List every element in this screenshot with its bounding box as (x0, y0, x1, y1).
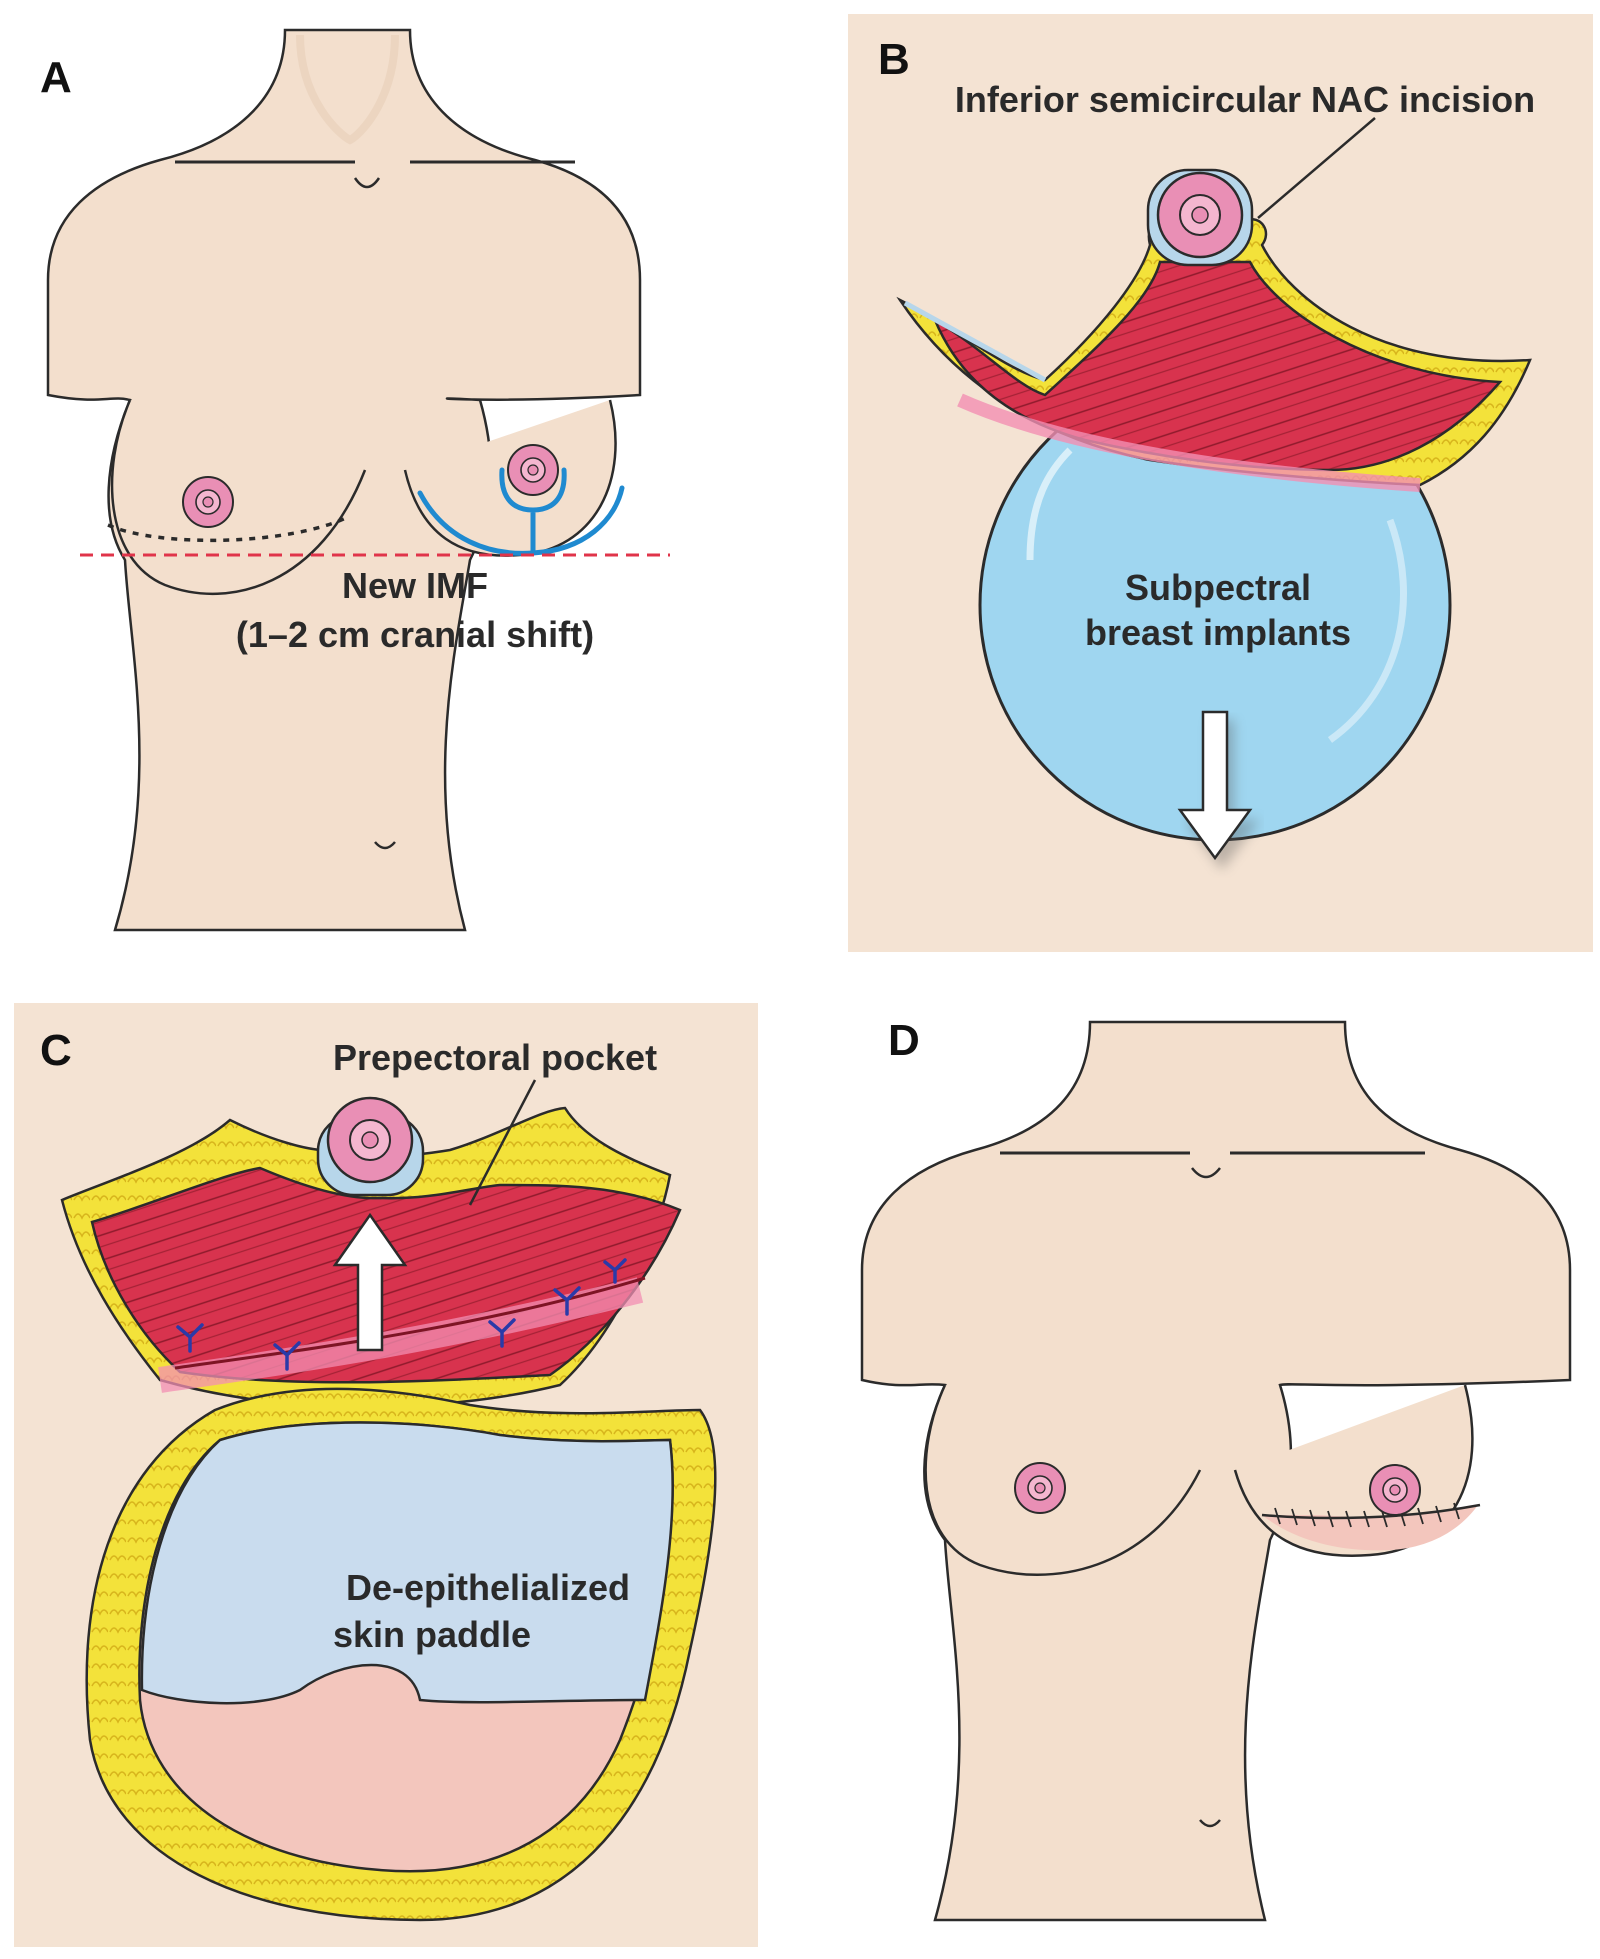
panel-c-pocket-label: Prepectoral pocket (333, 1037, 657, 1078)
panel-c-letter: C (40, 1026, 72, 1075)
panel-a-right-breast (110, 399, 367, 596)
panel-a-dotted-fold (107, 515, 349, 543)
panel-b-implant-label-2: breast implants (1085, 612, 1351, 653)
panel-c-nac (316, 1096, 425, 1197)
panel-d-torso (860, 1020, 1572, 1922)
panel-d-letter: D (888, 1016, 920, 1065)
panel-b-implant-label-1: Subpectral (1125, 567, 1311, 608)
panel-b-nac (1146, 168, 1254, 267)
panel-c-leader-line (468, 1079, 537, 1206)
panel-a-imf-label-1: New IMF (342, 565, 488, 606)
panel-c-paddle-label-1: De-epithelialized (346, 1567, 630, 1608)
panel-d-scar (1261, 1503, 1481, 1520)
panel-c-paddle-label-2: skin paddle (333, 1614, 531, 1655)
panel-d-right-nac (1014, 1462, 1066, 1514)
panel-c: Prepectoral pocket De-epithelialized ski… (14, 1003, 758, 1947)
panel-d-navel (1199, 1819, 1221, 1828)
panel-c-up-arrow (332, 1212, 408, 1352)
panel-d: D (860, 1016, 1572, 1922)
panel-a-imf-label-2: (1–2 cm cranial shift) (236, 614, 594, 655)
panel-d-left-breast (1233, 1384, 1474, 1557)
panel-a-letter: A (40, 53, 72, 102)
panel-b-letter: B (878, 35, 910, 84)
panel-c-paddle-epidermis-free (140, 1421, 674, 1705)
panel-a-right-nac (182, 476, 234, 528)
panel-d-scar-area (1262, 1505, 1478, 1551)
panel-b: Inferior semicircular NAC incision Subpe… (848, 14, 1593, 952)
panel-a-navel (374, 841, 396, 850)
panel-b-down-arrow (1177, 710, 1260, 870)
panel-b-leader-line (1257, 117, 1376, 219)
panel-a-incision-pattern (417, 467, 625, 556)
panel-a-left-nac (507, 444, 559, 496)
panel-a: New IMF (1–2 cm cranial shift) A (40, 28, 670, 932)
panel-d-left-nac (1369, 1464, 1421, 1516)
panel-c-sutures (176, 1258, 627, 1371)
panel-b-incision-label: Inferior semicircular NAC incision (955, 79, 1535, 120)
